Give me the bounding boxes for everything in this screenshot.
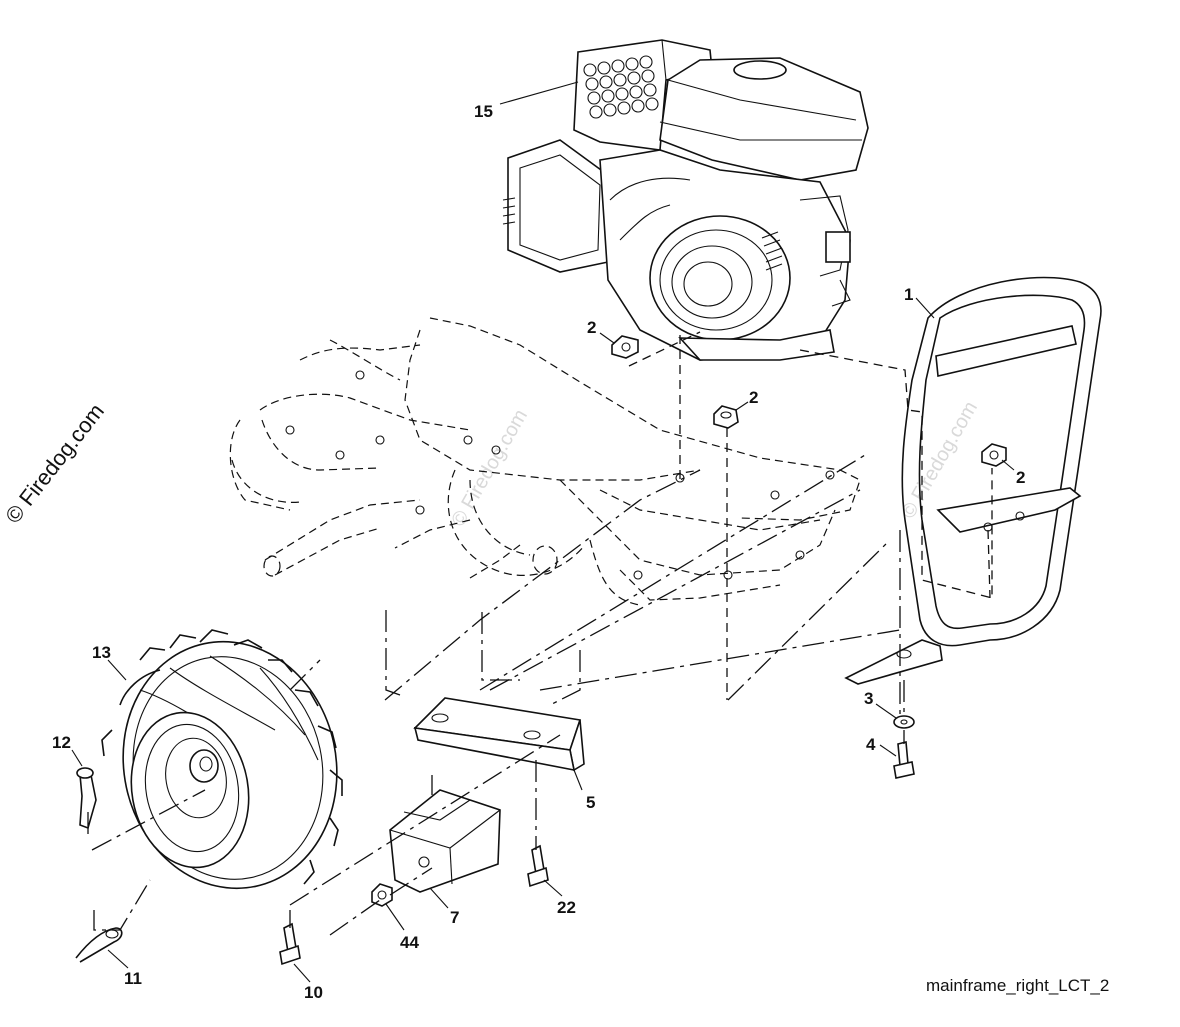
washer-3: [893, 715, 915, 729]
callout-3: 3: [864, 689, 873, 708]
nut-2-right: [981, 443, 1007, 467]
callout-5: 5: [586, 793, 595, 812]
weight-block: [389, 789, 501, 893]
callout-10: 10: [304, 983, 323, 1002]
assembly-lines: [87, 331, 993, 936]
callout-15: 15: [474, 102, 493, 121]
callout-22: 22: [557, 898, 576, 917]
callout-7: 7: [450, 908, 459, 927]
callout-4: 4: [866, 735, 876, 754]
tiller-frame-ghost: [229, 317, 861, 606]
callout-2-right: 2: [1016, 468, 1025, 487]
nut-44: [371, 883, 393, 907]
callouts: 15 1 2 2 2 13 12 3 4 5 7 22 44 10 11: [52, 102, 1025, 1002]
callout-11: 11: [124, 969, 142, 988]
bracket: [413, 697, 585, 772]
engine: [502, 39, 869, 361]
nut-2-left: [611, 335, 639, 359]
bumper-frame: [844, 276, 1102, 685]
callout-44: 44: [400, 933, 419, 952]
bolt-10: [279, 922, 301, 966]
watermark-faint-center: © Firedog.com: [447, 406, 532, 531]
callout-2-center: 2: [749, 388, 758, 407]
diagram-caption: mainframe_right_LCT_2: [926, 976, 1109, 995]
clevis-pin: [76, 767, 97, 830]
callout-2-left: 2: [587, 318, 596, 337]
callout-12: 12: [52, 733, 71, 752]
watermark-faint-right: © Firedog.com: [897, 398, 982, 523]
bolt-4: [893, 740, 915, 779]
nut-2-center: [713, 405, 739, 429]
bolt-22: [527, 844, 549, 888]
wheel-assembly: [101, 629, 343, 890]
leader-lines: [71, 81, 1015, 983]
watermark-side: © Firedog.com: [0, 399, 109, 528]
callout-1: 1: [904, 285, 913, 304]
callout-13: 13: [92, 643, 111, 662]
